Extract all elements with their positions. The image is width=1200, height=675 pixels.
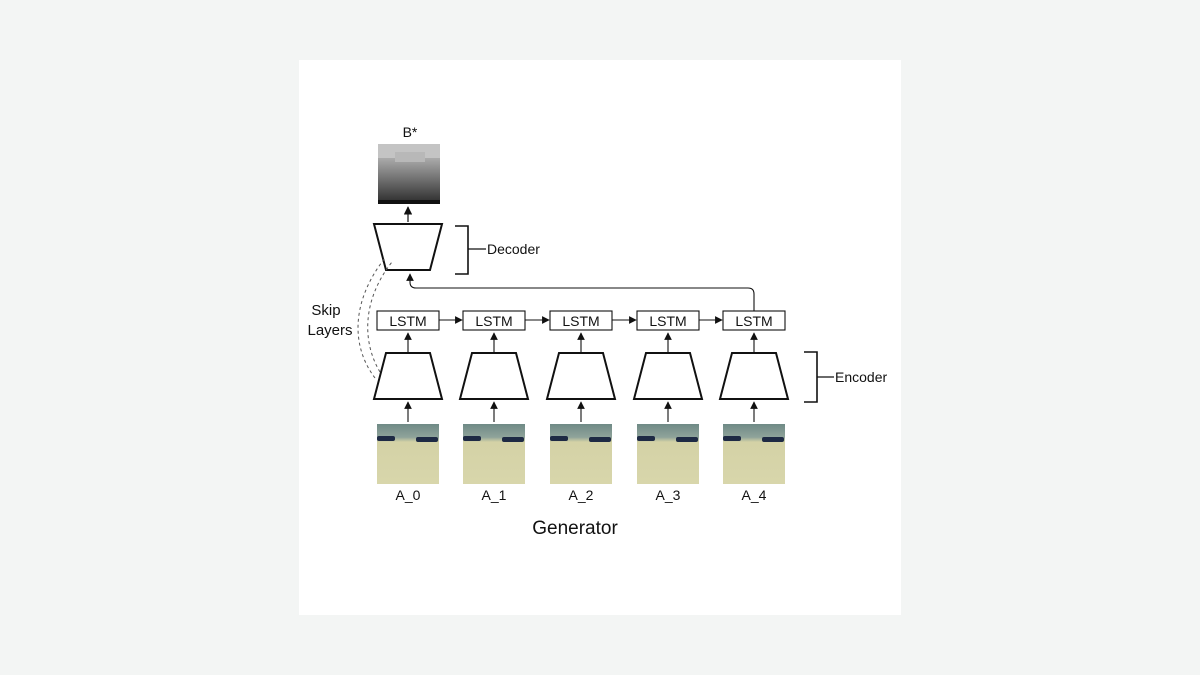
input-image [637,424,699,484]
column-4: LSTM A_4 [718,310,790,503]
skip-connection-outer [357,257,386,379]
encoder-block [372,352,444,400]
input-label: A_0 [396,487,421,503]
encoder-label: Encoder [835,369,887,385]
input-label: A_2 [569,487,594,503]
decoder-label: Decoder [487,241,540,257]
lstm-label: LSTM [389,313,426,329]
input-image [550,424,612,484]
lstm-label: LSTM [649,313,686,329]
skip-connection-inner [367,261,393,373]
encoder-block [545,352,617,400]
input-image [463,424,525,484]
lstm-label: LSTM [735,313,772,329]
input-label: A_1 [482,487,507,503]
column-1: LSTM A_1 [458,310,550,503]
encoder-block [632,352,704,400]
column-0: LSTM A_0 [372,310,463,503]
skip-label-line1: Skip [311,302,340,319]
output-label: B* [403,124,418,140]
diagram-title: Generator [532,518,618,539]
input-image [723,424,785,484]
input-label: A_3 [656,487,681,503]
lstm-label: LSTM [562,313,599,329]
column-2: LSTM A_2 [545,310,637,503]
arrow-lstm-to-decoder [406,273,755,311]
lstm-label: LSTM [475,313,512,329]
lstm-box [722,310,786,331]
encoder-bracket [804,351,818,403]
output-depth-image [378,144,440,204]
encoder-columns: LSTM A_0 LSTM A_1 LSTM A_2 LSTM A_3 LSTM A_4 [372,310,790,503]
column-3: LSTM A_3 [632,310,723,503]
input-label: A_4 [742,487,767,503]
decoder-bracket [455,225,469,275]
encoder-block [718,352,790,400]
encoder-block [458,352,530,400]
skip-label-line2: Layers [307,322,352,339]
decoder-block [372,223,444,271]
input-image [377,424,439,484]
